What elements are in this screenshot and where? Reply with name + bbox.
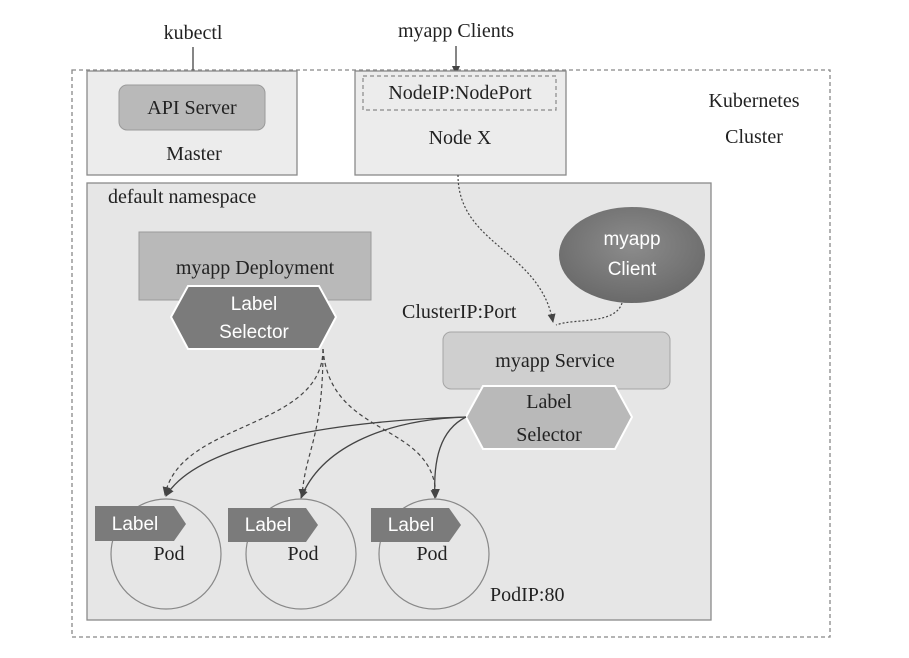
pod-label-tag: [371, 508, 461, 542]
nodeport-label: NodeIP:NodePort: [388, 82, 532, 104]
service-to-pod3-path: [430, 416, 467, 499]
api-server-box: [118, 84, 266, 131]
pod-name: Pod: [153, 543, 184, 565]
cluster-label-line2: Cluster: [725, 126, 783, 148]
pod-label-text: Label: [112, 514, 159, 535]
pod-label-tag: [228, 508, 318, 542]
pod-3: Label Pod: [371, 498, 490, 610]
clusterip-label: ClusterIP:Port: [402, 301, 517, 323]
podip-label: PodIP:80: [490, 584, 564, 606]
deployment-selector-line1: Label: [231, 294, 278, 315]
kubectl-label: kubectl: [164, 22, 223, 44]
deployment-to-pod1-path: [162, 348, 324, 496]
myapp-client-ellipse: [559, 207, 705, 303]
pod-label-text: Label: [388, 515, 435, 536]
myapp-client-line2: Client: [608, 259, 657, 280]
deployment-to-pod2-path: [298, 348, 324, 498]
namespace-label: default namespace: [108, 186, 256, 208]
deployment-to-pod3-path: [322, 348, 440, 498]
pod-name: Pod: [287, 543, 318, 565]
service-selector-line2: Selector: [516, 424, 582, 446]
service-to-pod2-path: [300, 416, 467, 499]
pod-2: Label Pod: [228, 498, 357, 610]
api-server-label: API Server: [147, 97, 237, 119]
clients-label: myapp Clients: [398, 20, 514, 42]
deployment-selector-hex: [169, 285, 338, 350]
pod-name: Pod: [416, 543, 447, 565]
pod-1: Label Pod: [95, 498, 222, 610]
myapp-client-line1: myapp: [603, 229, 660, 250]
service-selector-line1: Label: [526, 391, 572, 413]
pod-label-text: Label: [245, 515, 292, 536]
node-box: [354, 70, 567, 176]
service-label: myapp Service: [495, 350, 615, 372]
deployment-label: myapp Deployment: [176, 257, 335, 279]
deployment-selector-line2: Selector: [219, 322, 289, 343]
node-label: Node X: [429, 127, 492, 149]
service-to-pod1-path: [165, 416, 467, 497]
master-label: Master: [166, 143, 222, 165]
pod-label-tag: [95, 506, 186, 541]
nodeport-box: [362, 75, 557, 111]
cluster-boundary: [71, 69, 831, 638]
cluster-label-line1: Kubernetes: [708, 90, 799, 112]
